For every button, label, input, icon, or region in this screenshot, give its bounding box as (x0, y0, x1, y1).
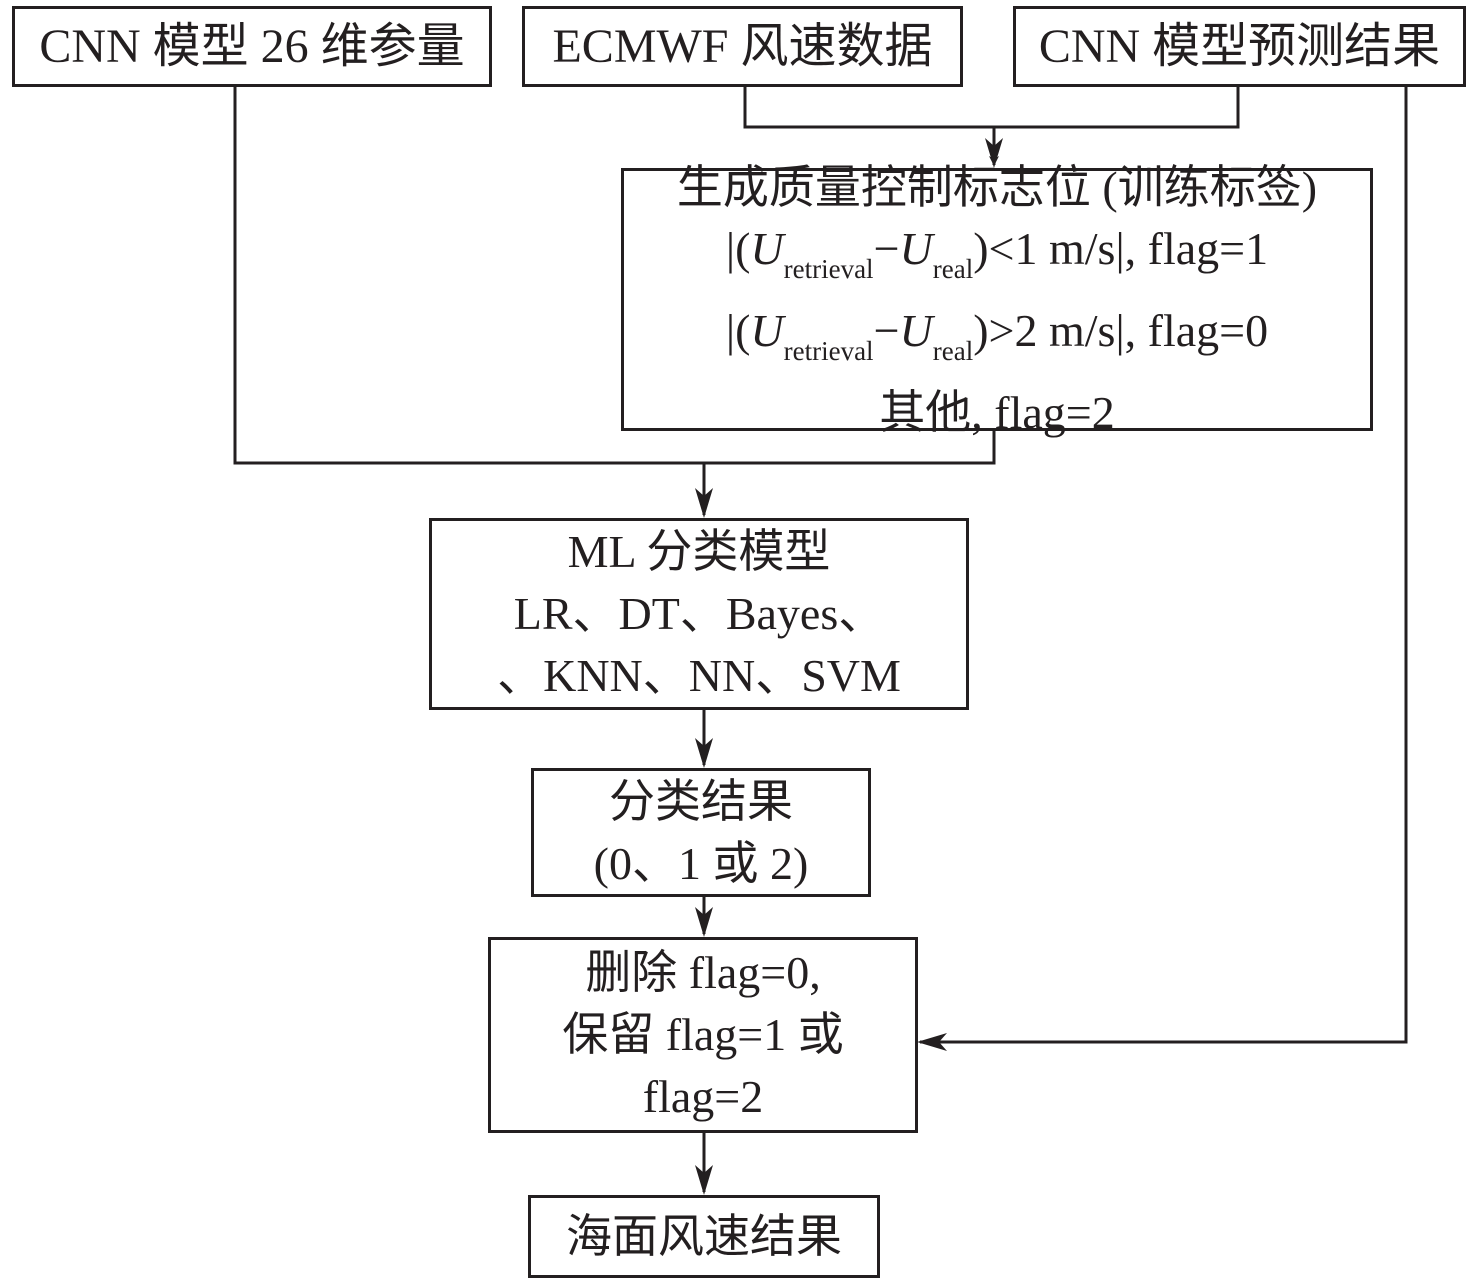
connector-ecmwf-merge (743, 86, 1240, 129)
cnn-params-box: CNN 模型 26 维参量 (12, 6, 492, 87)
filter-line-3: flag=2 (642, 1071, 764, 1122)
arrowhead-cnn-pred (917, 1033, 947, 1051)
flag-rule-2: |(Uretrieval−Ureal)>2 m/s|, flag=0 (725, 304, 1269, 366)
result-title: 分类结果 (609, 775, 793, 827)
connector-params-flag-merge (233, 86, 996, 465)
ml-models-line-2: 、KNN、NN、SVM (497, 650, 901, 701)
sea-wind-result-box: 海面风速结果 (528, 1195, 880, 1278)
arrowhead-output (695, 1165, 713, 1195)
flag-rule-3: 其他, flag=2 (879, 386, 1115, 438)
filter-line-2: 保留 flag=1 或 (562, 1009, 844, 1060)
ecmwf-label: ECMWF 风速数据 (552, 19, 933, 73)
filter-box: 删除 flag=0, 保留 flag=1 或 flag=2 (488, 937, 918, 1133)
flag-generation-box: 生成质量控制标志位 (训练标签) |(Uretrieval−Ureal)<1 m… (621, 162, 1373, 438)
ml-classifier-box: ML 分类模型 LR、DT、Bayes、 、KNN、NN、SVM (429, 518, 969, 710)
cnn-prediction-label: CNN 模型预测结果 (1038, 19, 1441, 73)
ecmwf-box: ECMWF 风速数据 (522, 6, 963, 87)
connector-cnn-pred-to-filter (920, 86, 1408, 1044)
cnn-params-label: CNN 模型 26 维参量 (39, 19, 465, 73)
filter-line-1: 删除 flag=0, (585, 947, 821, 998)
classification-result-box: 分类结果 (0、1 或 2) (531, 768, 871, 897)
result-values: (0、1 或 2) (593, 837, 809, 889)
ml-box-title: ML 分类模型 (567, 526, 831, 577)
flag-rule-1: |(Uretrieval−Ureal)<1 m/s|, flag=1 (725, 222, 1269, 284)
arrowhead-result (695, 738, 713, 768)
ml-models-line-1: LR、DT、Bayes、 (513, 588, 885, 639)
flag-box-title: 生成质量控制标志位 (训练标签) (676, 161, 1318, 213)
arrowhead-filter (695, 907, 713, 937)
cnn-prediction-box: CNN 模型预测结果 (1013, 6, 1466, 87)
arrowhead-flag (985, 138, 1003, 168)
arrowhead-ml (695, 488, 713, 518)
sea-wind-result-label: 海面风速结果 (566, 1210, 842, 1262)
